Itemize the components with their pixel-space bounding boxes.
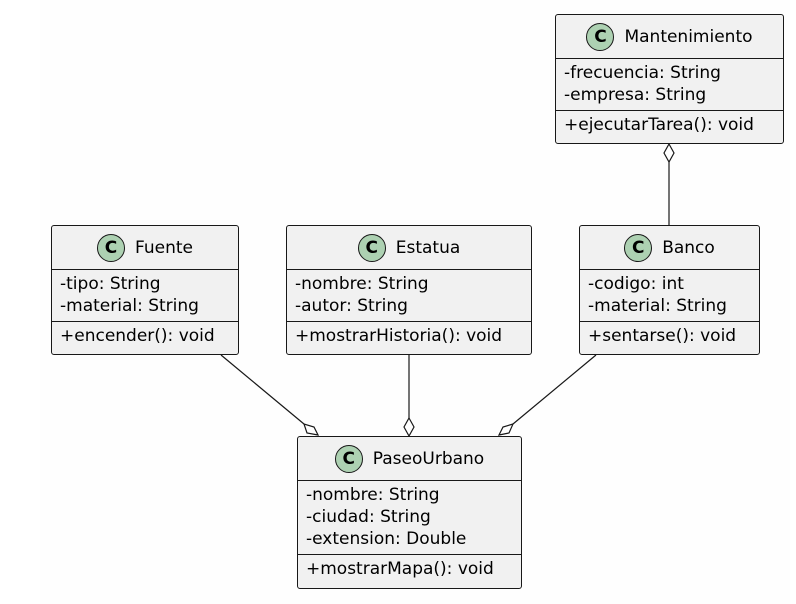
class-c-icon: C: [357, 233, 386, 262]
attribute: -codigo: int: [588, 274, 684, 294]
class-header: C PaseoUrbano: [298, 437, 521, 481]
class-header: C Fuente: [52, 226, 238, 270]
attribute: -empresa: String: [564, 85, 707, 105]
class-attributes: -nombre: String -autor: String: [287, 270, 531, 322]
aggregation-diamond-estatua: [403, 416, 415, 438]
aggregation-diamond-mantenimiento: [663, 142, 675, 164]
relation-banco-paseourbano: [512, 354, 597, 425]
method: +encender(): void: [60, 326, 215, 346]
class-c-icon: C: [334, 444, 363, 473]
class-attributes: -nombre: String -ciudad: String -extensi…: [298, 481, 521, 555]
method: +sentarse(): void: [588, 326, 737, 346]
class-methods: +ejecutarTarea(): void: [556, 111, 783, 139]
class-methods: +mostrarMapa(): void: [298, 555, 521, 583]
attribute: -ciudad: String: [306, 507, 431, 527]
class-methods: +mostrarHistoria(): void: [287, 322, 531, 350]
attribute: -autor: String: [295, 296, 408, 316]
attribute: -nombre: String: [295, 274, 429, 294]
class-attributes: -frecuencia: String -empresa: String: [556, 59, 783, 111]
class-banco[interactable]: C Banco -codigo: int -material: String +…: [579, 225, 760, 355]
class-name: Mantenimiento: [624, 26, 753, 47]
class-name: PaseoUrbano: [372, 448, 485, 469]
class-methods: +sentarse(): void: [580, 322, 759, 350]
attribute: -frecuencia: String: [564, 63, 721, 83]
attribute: -nombre: String: [306, 485, 440, 505]
method: +mostrarHistoria(): void: [295, 326, 503, 346]
class-name: Fuente: [135, 237, 193, 258]
class-estatua[interactable]: C Estatua -nombre: String -autor: String…: [286, 225, 532, 355]
attribute: -material: String: [60, 296, 199, 316]
attribute: -tipo: String: [60, 274, 161, 294]
class-c-icon: C: [97, 233, 125, 262]
class-name: Estatua: [395, 237, 461, 258]
class-fuente[interactable]: C Fuente -tipo: String -material: String…: [51, 225, 239, 355]
class-header: C Estatua: [287, 226, 531, 270]
class-c-icon: C: [586, 22, 615, 51]
class-header: C Mantenimiento: [556, 15, 783, 59]
class-c-icon: C: [624, 233, 653, 262]
class-mantenimiento[interactable]: C Mantenimiento -frecuencia: String -emp…: [555, 14, 784, 144]
class-attributes: -codigo: int -material: String: [580, 270, 759, 322]
attribute: -extension: Double: [306, 529, 467, 549]
attribute: -material: String: [588, 296, 727, 316]
relation-fuente-paseourbano: [220, 354, 305, 425]
class-name: Banco: [662, 237, 715, 258]
class-header: C Banco: [580, 226, 759, 270]
class-attributes: -tipo: String -material: String: [52, 270, 238, 322]
class-methods: +encender(): void: [52, 322, 238, 350]
aggregation-diamond-banco: [497, 423, 515, 436]
aggregation-diamond-fuente: [303, 423, 320, 436]
method: +ejecutarTarea(): void: [564, 115, 754, 135]
class-paseourbano[interactable]: C PaseoUrbano -nombre: String -ciudad: S…: [297, 436, 522, 589]
method: +mostrarMapa(): void: [306, 559, 494, 579]
